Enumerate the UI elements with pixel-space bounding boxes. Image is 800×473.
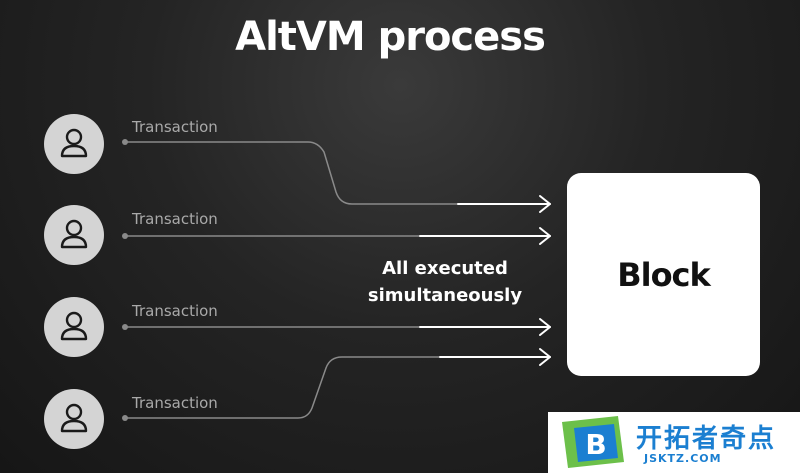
- arrow-right-icon: [539, 348, 551, 366]
- execution-note: All executed simultaneously: [345, 255, 545, 309]
- page-title: AltVM process: [235, 14, 546, 60]
- connector-line-1: [124, 141, 459, 205]
- user-icon: [60, 128, 88, 158]
- user-icon: [60, 219, 88, 249]
- user-avatar-4: [44, 389, 104, 449]
- user-avatar-1: [44, 114, 104, 174]
- arrow-right-icon: [539, 195, 551, 213]
- arrow-right-icon: [539, 227, 551, 245]
- connector-dot-3: [122, 324, 128, 330]
- execution-note-line-2: simultaneously: [367, 285, 523, 306]
- watermark-logo-letter: B: [585, 428, 606, 461]
- transaction-label: Transaction: [132, 118, 218, 136]
- arrow-right-icon: [539, 318, 551, 336]
- transaction-label: Transaction: [132, 302, 218, 320]
- user-icon: [60, 403, 88, 433]
- watermark-name: 开拓者奇点: [636, 424, 777, 454]
- connector-line-4: [124, 356, 441, 419]
- transaction-label: Transaction: [132, 210, 218, 228]
- watermark-url: JSKTZ.COM: [644, 452, 722, 465]
- execution-note-line-1: All executed: [382, 258, 508, 279]
- watermark: B 开拓者奇点 JSKTZ.COM: [548, 412, 800, 473]
- user-icon: [60, 311, 88, 341]
- watermark-logo: B: [562, 416, 624, 468]
- block-box: Block: [567, 173, 760, 376]
- connector-dot-4: [122, 415, 128, 421]
- connector-dot-1: [122, 139, 128, 145]
- transaction-label: Transaction: [132, 394, 218, 412]
- connector-dot-2: [122, 233, 128, 239]
- user-avatar-3: [44, 297, 104, 357]
- user-avatar-2: [44, 205, 104, 265]
- block-label: Block: [617, 255, 711, 294]
